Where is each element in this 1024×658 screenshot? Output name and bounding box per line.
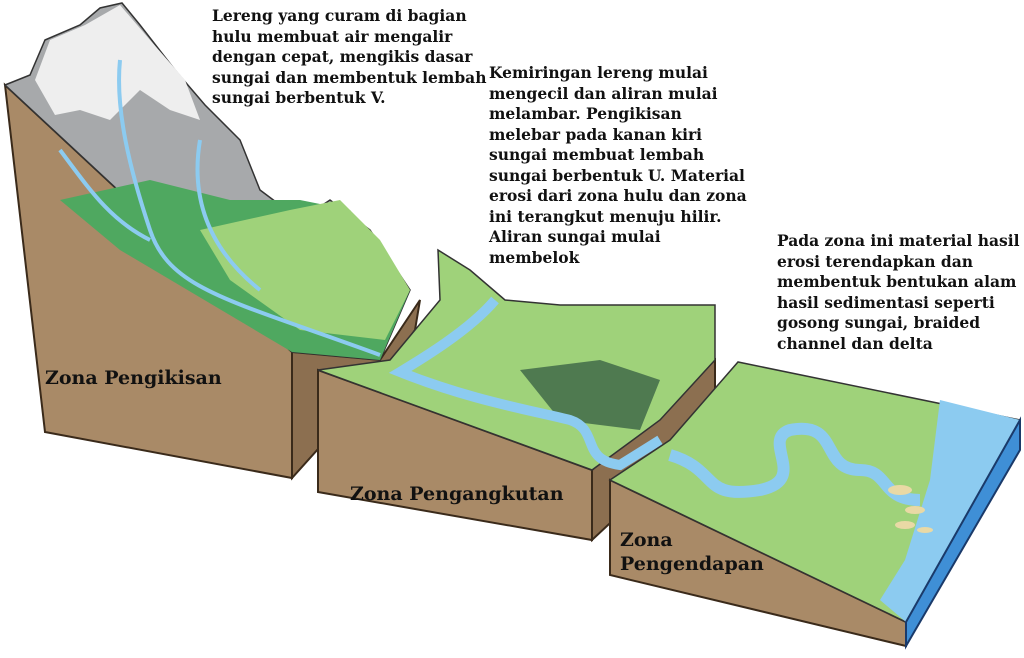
zone-label-transport: Zona Pengangkutan [350, 483, 564, 505]
upper-zone-description: Lereng yang curam di bagian hulu membuat… [212, 6, 487, 107]
middle-zone-description: Kemiringan lereng mulai mengecil dan ali… [489, 63, 747, 267]
lower-zone-description: Pada zona ini material hasil erosi teren… [777, 231, 1020, 353]
mountain-stream [58, 59, 381, 357]
erosion-zone-block [3, 2, 421, 481]
deposition-zone-block [608, 361, 1022, 650]
meandering-river [668, 422, 921, 506]
sea [880, 400, 1020, 622]
zone-label-deposition: Zona Pengendapan [620, 529, 764, 575]
sea-side-face [905, 416, 1021, 650]
mountain-snow [35, 5, 200, 120]
transport-river [388, 296, 663, 471]
delta-sandbars [888, 485, 933, 533]
zone-label-erosion: Zona Pengikisan [45, 367, 222, 389]
mountain-grass [200, 200, 410, 340]
